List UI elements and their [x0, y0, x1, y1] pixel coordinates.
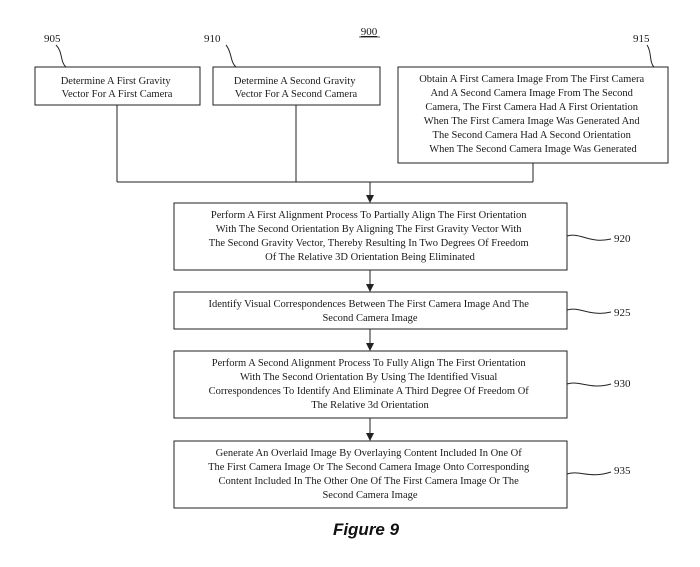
step-920-line-4: Of The Relative 3D Orientation Being Eli…: [265, 252, 476, 263]
step-915-line-1: Obtain A First Camera Image From The Fir…: [419, 74, 644, 85]
step-text-930: Perform A Second Alignment Process To Fu…: [209, 358, 532, 411]
step-930-line-4: The Relative 3d Orientation: [311, 400, 429, 411]
step-930-line-2: With The Second Orientation By Using The…: [240, 372, 497, 383]
step-box-920: [173, 202, 568, 271]
step-935-line-4: Second Camera Image: [322, 490, 417, 501]
step-910-line-2: Vector For A Second Camera: [235, 89, 358, 100]
figure-caption: Figure 9: [333, 520, 400, 539]
ref-label-920: 920: [614, 233, 631, 245]
ref-label-935: 935: [614, 465, 631, 477]
leader-line-935: [566, 471, 612, 476]
step-935-line-1: Generate An Overlaid Image By Overlaying…: [216, 448, 523, 459]
ref-label-910: 910: [204, 33, 221, 45]
step-915-line-6: When The Second Camera Image Was Generat…: [429, 144, 637, 155]
step-920-line-3: The Second Gravity Vector, Thereby Resul…: [209, 238, 529, 249]
leader-line-930: [566, 382, 612, 387]
leader-line-920: [566, 234, 612, 241]
step-930-line-3: Correspondences To Identify And Eliminat…: [209, 386, 530, 397]
step-925-line-2: Second Camera Image: [322, 313, 417, 324]
ref-label-905: 905: [44, 33, 61, 45]
step-text-910: Determine A Second Gravity Vector For A …: [234, 76, 358, 100]
step-905-line-1: Determine A First Gravity: [61, 76, 172, 87]
step-935-line-3: Content Included In The Other One Of The…: [219, 476, 520, 487]
step-910-line-1: Determine A Second Gravity: [234, 76, 356, 87]
ref-label-930: 930: [614, 378, 631, 390]
step-915-line-3: Camera, The First Camera Had A First Ori…: [425, 102, 638, 113]
step-915-line-5: The Second Camera Had A Second Orientati…: [433, 130, 632, 141]
ref-label-915: 915: [633, 33, 650, 45]
step-box-930: [173, 350, 568, 419]
step-935-line-2: The First Camera Image Or The Second Cam…: [208, 462, 530, 473]
step-text-905: Determine A First Gravity Vector For A F…: [61, 76, 174, 100]
step-915-line-2: And A Second Camera Image From The Secon…: [430, 88, 633, 99]
step-920-line-1: Perform A First Alignment Process To Par…: [211, 210, 527, 221]
leader-line-905: [55, 44, 67, 68]
step-box-925: [173, 291, 568, 330]
step-box-910: [212, 66, 381, 106]
step-905-line-2: Vector For A First Camera: [62, 89, 173, 100]
step-915-line-4: When The First Camera Image Was Generate…: [424, 116, 641, 127]
ref-label-925: 925: [614, 307, 631, 319]
step-930-line-1: Perform A Second Alignment Process To Fu…: [212, 358, 527, 369]
step-920-line-2: With The Second Orientation By Aligning …: [216, 224, 523, 235]
step-text-915: Obtain A First Camera Image From The Fir…: [419, 74, 647, 155]
leader-line-925: [566, 308, 612, 314]
leader-line-910: [225, 44, 237, 68]
step-925-line-1: Identify Visual Correspondences Between …: [208, 299, 529, 310]
step-box-935: [173, 440, 568, 509]
step-text-935: Generate An Overlaid Image By Overlaying…: [208, 448, 532, 501]
step-text-925: Identify Visual Correspondences Between …: [208, 299, 531, 324]
leader-line-915: [646, 44, 655, 68]
step-text-920: Perform A First Alignment Process To Par…: [209, 210, 532, 263]
figure-number: 900: [361, 26, 378, 38]
